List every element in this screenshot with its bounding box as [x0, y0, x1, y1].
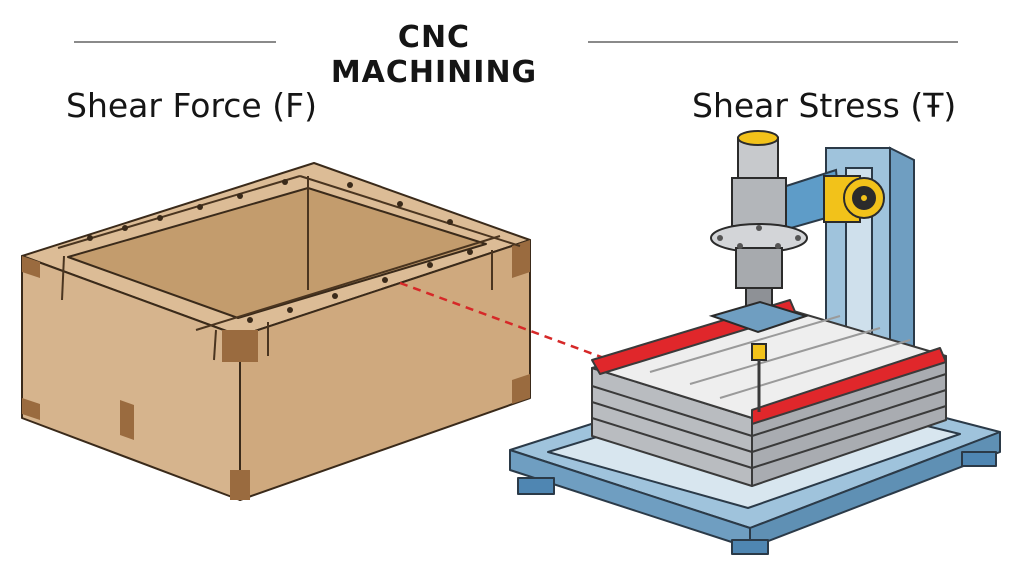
corner-tab [512, 240, 530, 278]
box-opening [67, 187, 487, 319]
page-title: CNC MACHINING [330, 20, 538, 90]
corner-tab [512, 374, 530, 404]
tool-holder-plate [708, 300, 810, 334]
spindle-lower [735, 247, 783, 289]
corner-tab [22, 256, 40, 278]
box-rivets [87, 179, 473, 323]
corner-tab [22, 398, 40, 420]
base-foot [961, 451, 997, 467]
column-side [889, 146, 915, 354]
box-details [22, 240, 530, 500]
red-edge-right [751, 347, 947, 425]
base-foot [731, 539, 769, 555]
corner-tab [120, 400, 134, 440]
cardboard-box [21, 162, 531, 501]
base-foot [517, 477, 555, 495]
flange-bolts [717, 225, 801, 249]
header: CNC MACHINING [0, 18, 1024, 90]
corner-tab [222, 330, 258, 362]
spindle-cap [737, 130, 779, 146]
spindle [708, 130, 810, 412]
header-rule-right [588, 41, 958, 43]
spindle-body [731, 177, 787, 227]
tool-chuck [751, 343, 767, 361]
shear-stress-label: Shear Stress (Ŧ) [692, 86, 957, 125]
shear-force-label: Shear Force (F) [66, 86, 317, 125]
box-tape-lines [57, 175, 521, 361]
motor [823, 175, 885, 223]
corner-tab [230, 470, 250, 500]
header-rule-left [74, 41, 276, 43]
